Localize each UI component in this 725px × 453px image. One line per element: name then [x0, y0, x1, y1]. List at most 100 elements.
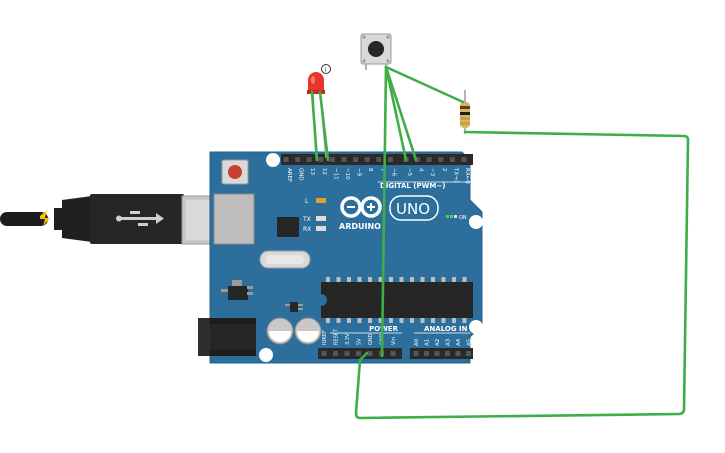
- led-l-label: L: [305, 198, 309, 205]
- chip-pin: [410, 277, 414, 282]
- led-tx: [316, 216, 326, 221]
- chip-pin: [336, 318, 341, 323]
- analog-pin-hole[interactable]: [466, 351, 471, 356]
- header-pin-hole[interactable]: [415, 157, 421, 162]
- power-pin-label: 3.3V: [345, 333, 351, 345]
- chip-pin: [368, 318, 372, 323]
- info-icon[interactable]: i: [321, 64, 331, 74]
- chip-pin: [368, 277, 372, 282]
- top-pin-label: ~11: [332, 168, 338, 180]
- pushbutton[interactable]: [360, 33, 392, 70]
- chip-pin: [347, 318, 351, 323]
- chip-pin: [462, 277, 467, 282]
- chip-pin: [431, 277, 435, 282]
- analog-pin-label: A0: [414, 338, 420, 346]
- mounting-hole: [469, 215, 483, 229]
- wire-resistor-gnd[interactable]: [354, 130, 690, 420]
- power-pin-hole[interactable]: [367, 351, 373, 356]
- header-pin-hole[interactable]: [306, 157, 312, 162]
- top-pin-label: 2: [441, 168, 447, 172]
- wire-button-pin6[interactable]: [384, 65, 408, 162]
- analog-header: [410, 348, 473, 359]
- chip-pin: [357, 318, 362, 323]
- wire-button-pin5[interactable]: [384, 65, 418, 162]
- header-pin-hole[interactable]: [283, 157, 289, 162]
- header-pin-hole[interactable]: [449, 157, 455, 162]
- header-pin-hole[interactable]: [438, 157, 444, 162]
- top-pin-label: 12: [321, 168, 327, 175]
- chip-pin: [347, 277, 351, 282]
- wire-led-13[interactable]: [318, 90, 330, 162]
- capacitor: [266, 317, 294, 345]
- header-pin-hole[interactable]: [341, 157, 347, 162]
- top-pin-label: 8: [367, 168, 373, 172]
- arduino-wordmark: ARDUINO: [339, 222, 381, 231]
- header-pin-hole[interactable]: [353, 157, 359, 162]
- top-pin-label: ~5: [406, 168, 412, 177]
- mounting-hole: [259, 348, 273, 362]
- atmega-chip: [321, 277, 473, 323]
- power-pin-hole[interactable]: [344, 351, 350, 356]
- chip-pin: [441, 277, 446, 282]
- chip-pin: [410, 318, 414, 323]
- chip-pin: [420, 277, 425, 282]
- led-tx-label: TX: [302, 216, 311, 223]
- top-pin-label: ~9: [356, 168, 362, 177]
- reset-button[interactable]: [221, 159, 249, 185]
- resistor[interactable]: [460, 90, 470, 134]
- analog-pin-hole[interactable]: [434, 351, 440, 356]
- power-jack: [198, 318, 256, 356]
- header-pin-hole[interactable]: [295, 157, 301, 162]
- analog-pin-hole[interactable]: [413, 351, 419, 356]
- usb-chip: [277, 217, 299, 237]
- header-pin-hole[interactable]: [426, 157, 432, 162]
- power-pin-label: GND: [368, 333, 374, 345]
- header-pin-hole[interactable]: [376, 157, 382, 162]
- chip-pin: [452, 318, 456, 323]
- header-pin-hole[interactable]: [318, 157, 324, 162]
- top-pin-label: AREF: [286, 168, 292, 182]
- mounting-hole: [266, 153, 280, 167]
- header-pin-hole[interactable]: [387, 157, 393, 162]
- analog-pin-hole[interactable]: [424, 351, 429, 356]
- lightning-icon: [40, 210, 50, 226]
- chip-pin: [389, 318, 393, 323]
- wires[interactable]: [310, 65, 690, 420]
- analog-pin-hole[interactable]: [455, 351, 461, 356]
- top-pin-label: GND: [298, 168, 304, 181]
- power-pin-hole[interactable]: [356, 351, 361, 356]
- top-pin-label: 7: [379, 168, 385, 172]
- power-pin-hole[interactable]: [390, 351, 396, 356]
- info-badge-text: i: [325, 67, 327, 74]
- chip-pin: [431, 318, 435, 323]
- analog-pin-label: A3: [446, 338, 452, 346]
- wire-button-5v[interactable]: [380, 65, 388, 358]
- wire-button-resistor[interactable]: [384, 65, 465, 104]
- chip-pin: [389, 277, 393, 282]
- uno-badge: UNO: [396, 200, 430, 218]
- header-pin-hole[interactable]: [329, 157, 335, 162]
- led-l: [316, 198, 326, 203]
- analog-pin-label: A5: [467, 338, 473, 346]
- chip-pin: [378, 277, 383, 282]
- power-pin-hole[interactable]: [321, 351, 327, 356]
- chip-pin: [326, 318, 330, 323]
- wire-led-gnd[interactable]: [310, 90, 319, 162]
- chip-pin: [336, 277, 341, 282]
- chip-pin: [399, 318, 404, 323]
- usb-port: [213, 193, 255, 245]
- header-pin-hole[interactable]: [461, 157, 467, 162]
- analog-pin-hole[interactable]: [445, 351, 450, 356]
- led-rx: [316, 226, 326, 231]
- analog-pin-label: A2: [435, 339, 441, 346]
- top-pin-label: TX→1: [452, 167, 458, 183]
- chip-pin: [399, 277, 404, 282]
- power-pin-hole[interactable]: [333, 351, 338, 356]
- transistor: [285, 302, 303, 312]
- header-pin-hole[interactable]: [364, 157, 370, 162]
- analog-pin-label: A1: [425, 339, 431, 346]
- power-pin-label: Vin: [391, 337, 397, 345]
- arduino-logo: [340, 196, 382, 218]
